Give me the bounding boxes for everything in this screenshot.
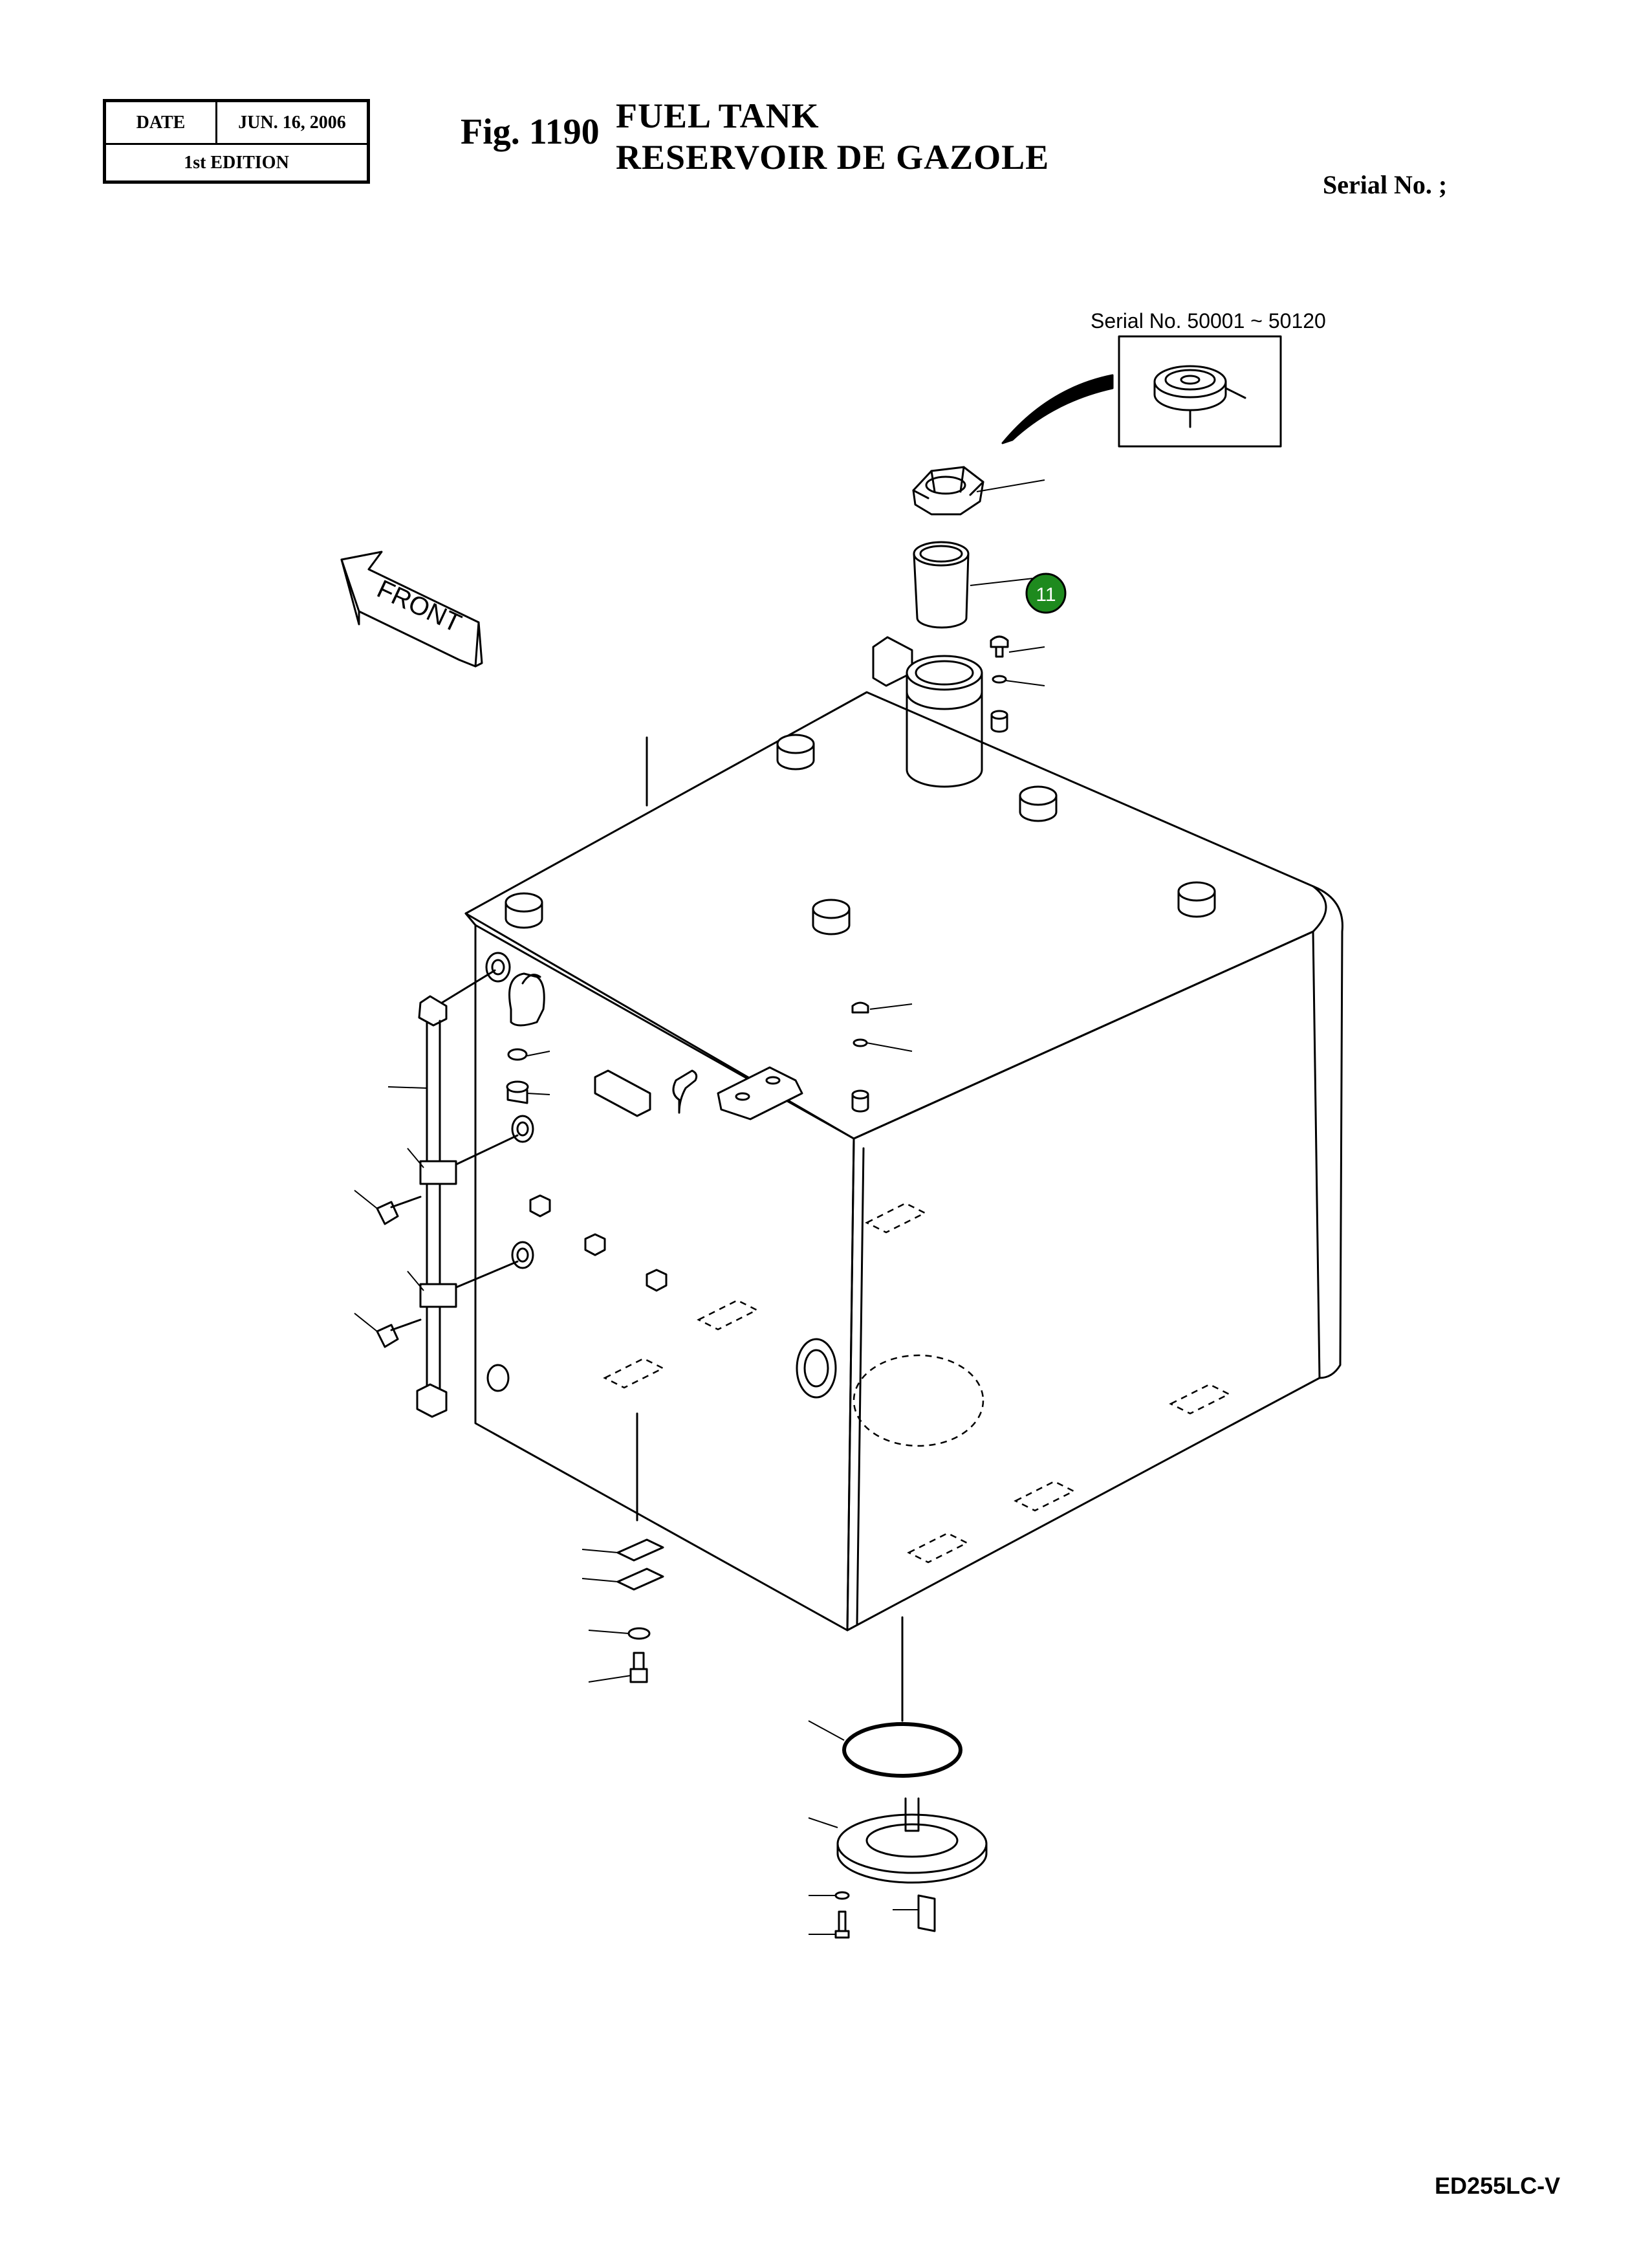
inset-box-alternative-cap [1118, 335, 1282, 448]
part-leader-lines [354, 479, 1045, 1935]
cover-plate [836, 1797, 988, 1884]
small-washer [834, 1891, 850, 1900]
page-title-french: RESERVOIR DE GAZOLE [616, 138, 1050, 177]
date-value: JUN. 16, 2006 [238, 112, 346, 133]
drain-plug [506, 1080, 529, 1104]
shim-plate [616, 1538, 664, 1591]
front-direction-arrow [340, 551, 483, 668]
fuel-tank-body [464, 691, 1343, 1632]
small-bolt [834, 1910, 850, 1939]
o-ring [507, 1048, 528, 1061]
top-bolt [851, 1001, 869, 1113]
elbow-fitting [508, 972, 545, 1027]
side-outlet-flange [796, 1338, 837, 1399]
inset-pointer-arrow [1001, 374, 1114, 444]
bracket-block [594, 1069, 651, 1117]
drain-valve [917, 1894, 936, 1932]
filler-neck [872, 636, 983, 788]
date-edition-box: DATE JUN. 16, 2006 1st EDITION [103, 99, 370, 184]
bolt [629, 1652, 648, 1683]
callout-11-label: 11 [1036, 584, 1056, 606]
gasket-ring [842, 1722, 962, 1778]
edition-label: 1st EDITION [184, 152, 289, 173]
hose-hook [672, 1069, 698, 1114]
side-nut-block [529, 1194, 668, 1292]
hold-down-plate [717, 1066, 803, 1120]
tank-top-mounting-boss [505, 734, 1216, 935]
date-label: DATE [106, 102, 217, 143]
filler-cap [912, 466, 984, 516]
date-row: DATE JUN. 16, 2006 [106, 102, 367, 145]
figure-number: Fig. 1190 [461, 112, 600, 152]
page-title-english: FUEL TANK [616, 96, 820, 135]
inset-serial-range-label: Serial No. 50001 ~ 50120 [1091, 309, 1326, 333]
model-code: ED255LC-V [1435, 2172, 1561, 2199]
hidden-mounting-pads [603, 1202, 1231, 1564]
level-gauge-assembly [376, 952, 534, 1418]
washer [627, 1627, 651, 1640]
filler-bolt [990, 635, 1009, 733]
strainer [913, 541, 970, 629]
serial-number-label: Serial No. ; [1323, 170, 1448, 199]
callout-11[interactable]: 11 [1025, 573, 1067, 614]
